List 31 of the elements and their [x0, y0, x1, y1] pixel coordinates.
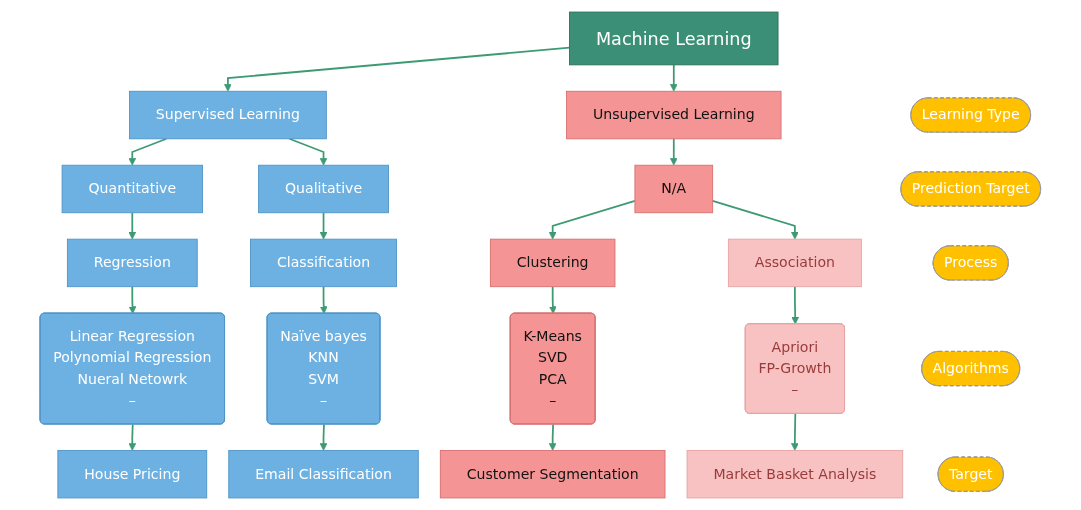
arrow	[319, 211, 328, 240]
arrow	[320, 285, 328, 314]
node-box: House Pricing	[57, 450, 208, 499]
node-box: Machine Learning	[569, 11, 779, 66]
node-box: Quantitative	[61, 164, 204, 214]
node-box: Email Classification	[228, 450, 419, 499]
arrow	[711, 199, 799, 240]
node-box: N/A	[634, 164, 714, 214]
arrow	[128, 285, 137, 314]
arrow	[548, 199, 636, 240]
arrow	[224, 46, 571, 92]
node-box: Unsupervised Learning	[566, 90, 782, 140]
arrow	[128, 137, 168, 166]
arrow	[548, 423, 557, 451]
arrow	[670, 137, 678, 166]
arrow	[319, 423, 328, 451]
node-box: Qualitative	[258, 164, 390, 214]
arrow	[128, 423, 137, 451]
arrow	[791, 413, 799, 451]
arrow	[791, 285, 800, 325]
node-box: Market Basket Analysis	[686, 450, 904, 499]
node-box: Customer Segmentation	[440, 450, 666, 499]
arrow	[128, 211, 137, 240]
arrow	[670, 64, 678, 92]
node-box: Regression	[67, 238, 198, 288]
node-box: Supervised Learning	[129, 90, 327, 140]
node-box: Classification	[250, 238, 398, 288]
node-box: Clustering	[490, 238, 616, 288]
arrow	[549, 285, 557, 314]
arrow	[288, 137, 328, 166]
node-box: Association	[728, 238, 862, 288]
